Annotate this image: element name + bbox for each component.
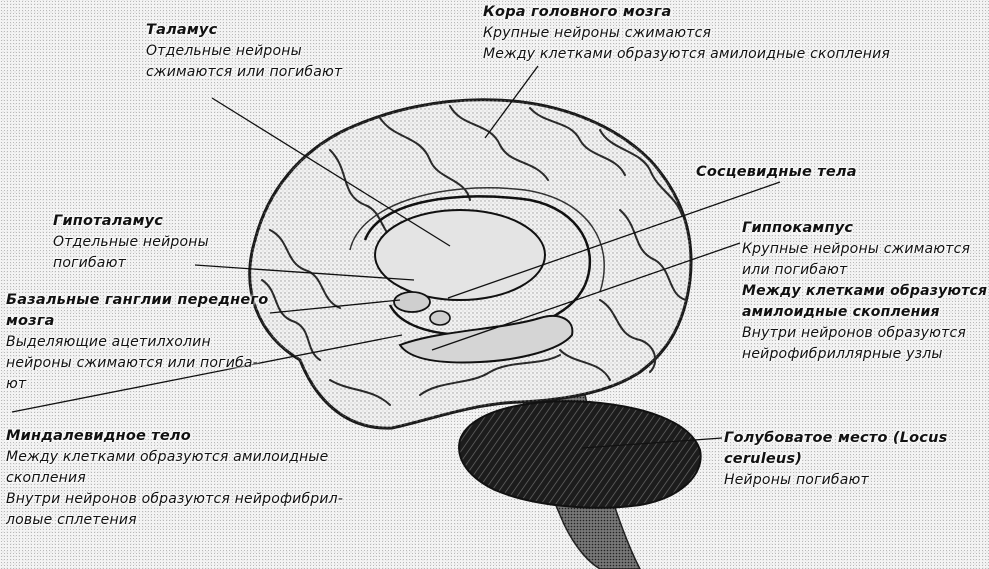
- thalamus-shape: [374, 209, 546, 301]
- label-locus-ceruleus: Голубоватое место (Locus ceruleus) Нейро…: [724, 428, 947, 491]
- basal-ganglia-line-2: нейроны сжимаются или погиба-: [6, 355, 258, 371]
- leader-cortex: [484, 65, 539, 139]
- basal-ganglia-line-3: ют: [6, 376, 27, 392]
- hippocampus-line-2: или погибают: [742, 262, 848, 278]
- label-hippocampus: Гиппокампус Крупные нейроны сжимаются ил…: [742, 218, 987, 365]
- leader-thalamus: [211, 97, 451, 247]
- locus-ceruleus-line-1: Нейроны погибают: [724, 472, 869, 488]
- gyri-lines: [261, 105, 687, 406]
- leader-hypothalamus: [194, 264, 415, 281]
- amygdala-line-3: Внутри нейронов образуются нейрофибрил-: [6, 491, 344, 507]
- leader-amygdala: [11, 334, 403, 413]
- label-hypothalamus: Гипоталамус Отдельные нейроны погибают: [53, 211, 209, 274]
- hippocampus-line-3: Между клетками образуются: [742, 283, 988, 299]
- leader-locus-ceruleus: [581, 437, 723, 449]
- locus-ceruleus-title-2: ceruleus): [724, 451, 803, 467]
- amygdala-title: Миндалевидное тело: [6, 428, 191, 444]
- amygdala-line-4: ловые сплетения: [6, 512, 137, 528]
- leader-basal-ganglia: [269, 299, 401, 314]
- basal-ganglia-shape: [393, 291, 431, 313]
- thalamus-line-1: Отдельные нейроны: [146, 43, 302, 59]
- cortex-title: Кора головного мозга: [483, 4, 672, 20]
- hippocampus-line-6: нейрофибриллярные узлы: [742, 346, 943, 362]
- locus-ceruleus-title-1: Голубоватое место (Locus: [724, 430, 948, 446]
- cerebellum-shape: [458, 400, 702, 509]
- label-basal-ganglia: Базальные ганглии переднего мозга Выделя…: [6, 290, 268, 395]
- hippocampus-line-5: Внутри нейронов образуются: [742, 325, 967, 341]
- hypothalamus-title: Гипоталамус: [53, 213, 164, 229]
- cortex-line-2: Между клетками образуются амилоидные ско…: [483, 46, 891, 62]
- label-thalamus: Таламус Отдельные нейроны сжимаются или …: [146, 20, 342, 83]
- leader-hippocampus: [431, 242, 741, 351]
- leader-lines: [11, 65, 781, 449]
- basal-ganglia-title-1: Базальные ганглии переднего: [6, 292, 269, 308]
- leader-mammillary: [447, 181, 781, 299]
- hippocampus-line-1: Крупные нейроны сжимаются: [742, 241, 971, 257]
- label-mammillary: Сосцевидные тела: [696, 162, 857, 183]
- label-cortex: Кора головного мозга Крупные нейроны сжи…: [483, 2, 890, 65]
- basal-ganglia-line-1: Выделяющие ацетилхолин: [6, 334, 211, 350]
- hypothalamus-line-2: погибают: [53, 255, 126, 271]
- hippocampus-line-4: амилоидные скопления: [742, 304, 940, 320]
- amygdala-line-2: скопления: [6, 470, 86, 486]
- hypothalamus-line-1: Отдельные нейроны: [53, 234, 209, 250]
- basal-ganglia-title-2: мозга: [6, 313, 55, 329]
- mammillary-title: Сосцевидные тела: [696, 164, 857, 180]
- hippocampus-title: Гиппокампус: [742, 220, 854, 236]
- hippocampus-shape: [398, 315, 574, 364]
- cortex-line-1: Крупные нейроны сжимаются: [483, 25, 712, 41]
- thalamus-title: Таламус: [146, 22, 218, 38]
- thalamus-line-2: сжимаются или погибают: [146, 64, 343, 80]
- amygdala-line-1: Между клетками образуются амилоидные: [6, 449, 329, 465]
- label-amygdala: Миндалевидное тело Между клетками образу…: [6, 426, 343, 531]
